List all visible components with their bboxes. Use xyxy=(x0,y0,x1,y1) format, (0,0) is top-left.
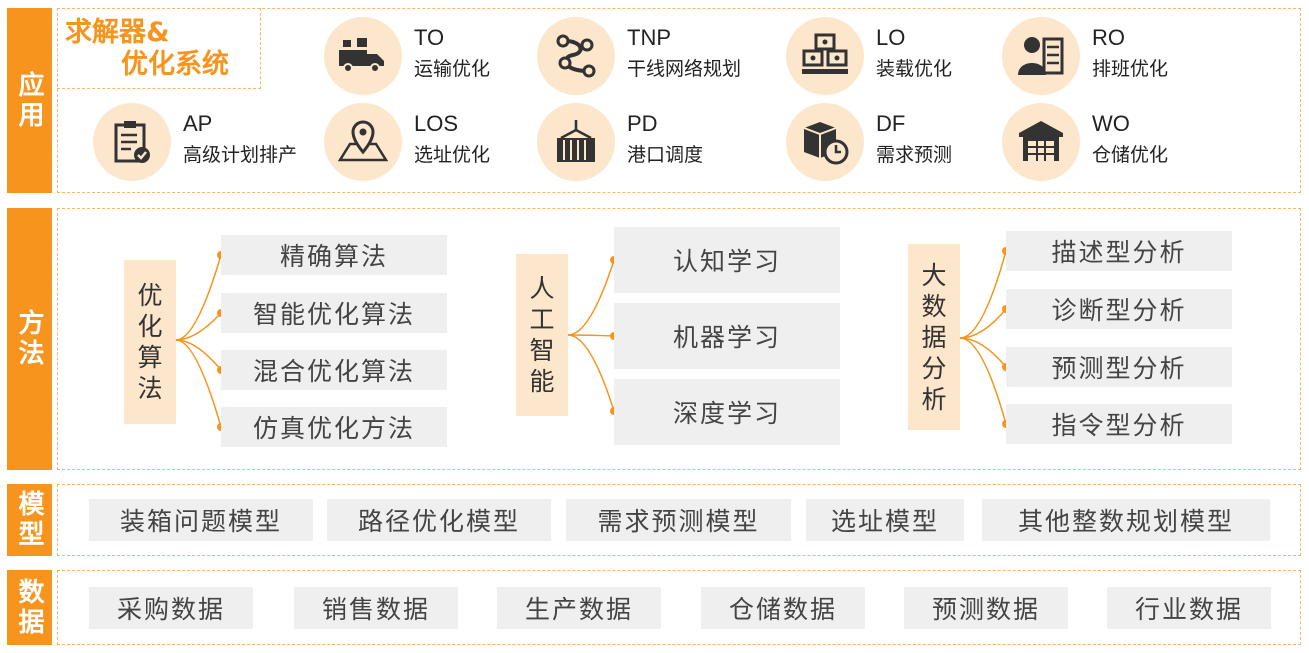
app-ap[interactable]: AP 高级计划排产 xyxy=(93,103,333,183)
connector-line xyxy=(959,337,1007,368)
data-item: 采购数据 xyxy=(89,587,253,629)
method-group-optimization: 优化算法 xyxy=(124,260,176,424)
data-layer-frame xyxy=(57,570,1301,645)
layer-label-data: 数据 xyxy=(7,570,52,645)
app-code: LOS xyxy=(414,111,459,136)
data-item: 生产数据 xyxy=(497,587,661,629)
data-item: 行业数据 xyxy=(1107,587,1271,629)
model-item: 装箱问题模型 xyxy=(89,499,313,541)
app-code: PD xyxy=(627,111,658,136)
layer-label-app: 应用 xyxy=(7,8,52,193)
stacked-boxes-icon xyxy=(786,17,864,95)
model-layer-frame xyxy=(57,484,1301,556)
brand-line-2: 优化系统 xyxy=(121,49,229,80)
app-code: TNP xyxy=(627,25,671,50)
app-los[interactable]: LOS 选址优化 xyxy=(324,103,564,183)
data-item: 预测数据 xyxy=(904,587,1068,629)
connector-line xyxy=(567,334,615,412)
app-layer-frame xyxy=(57,8,1301,193)
app-name: 需求预测 xyxy=(876,144,953,166)
clipboard-check-icon xyxy=(93,103,171,181)
app-lo[interactable]: LO 装载优化 xyxy=(786,17,1026,97)
network-route-icon xyxy=(537,17,615,95)
layer-label-method: 方法 xyxy=(7,208,52,470)
staff-schedule-icon xyxy=(1002,17,1080,95)
app-code: WO xyxy=(1092,111,1130,136)
method-item: 认知学习 xyxy=(614,227,840,293)
app-name: 港口调度 xyxy=(627,144,704,166)
method-item: 混合优化算法 xyxy=(221,350,447,390)
app-name: 装载优化 xyxy=(876,58,953,80)
connector-line xyxy=(567,334,615,337)
truck-icon xyxy=(324,17,402,95)
data-item: 仓储数据 xyxy=(701,587,865,629)
box-clock-icon xyxy=(786,103,864,181)
layer-label-model: 模型 xyxy=(7,484,52,556)
method-item: 深度学习 xyxy=(614,379,840,445)
app-code: DF xyxy=(876,111,906,136)
map-pin-icon xyxy=(324,103,402,181)
method-item: 仿真优化方法 xyxy=(221,407,447,447)
method-item: 诊断型分析 xyxy=(1006,289,1232,329)
data-item: 销售数据 xyxy=(294,587,458,629)
app-ro[interactable]: RO 排班优化 xyxy=(1002,17,1242,97)
connector-line xyxy=(567,259,615,336)
method-item: 指令型分析 xyxy=(1006,404,1232,444)
method-group-label: 大数据分析 xyxy=(921,260,947,414)
method-layer-frame xyxy=(57,208,1301,470)
brand-title: 求解器& 优化系统 xyxy=(57,8,261,89)
app-code: TO xyxy=(414,25,445,50)
app-name: 高级计划排产 xyxy=(183,144,298,166)
container-crane-icon xyxy=(537,103,615,181)
connector-line xyxy=(959,308,1007,339)
app-wo[interactable]: WO 仓储优化 xyxy=(1002,103,1242,183)
model-item: 需求预测模型 xyxy=(566,499,791,541)
method-group-label: 人工智能 xyxy=(529,274,555,396)
app-tnp[interactable]: TNP 干线网络规划 xyxy=(537,17,777,97)
method-group-label: 优化算法 xyxy=(137,281,163,403)
app-name: 仓储优化 xyxy=(1092,144,1169,166)
connector-line xyxy=(175,254,222,341)
method-item: 描述型分析 xyxy=(1006,231,1232,271)
model-item: 路径优化模型 xyxy=(327,499,551,541)
method-group-ai: 人工智能 xyxy=(516,254,568,416)
app-name: 运输优化 xyxy=(414,58,491,80)
connector-line xyxy=(959,250,1007,339)
model-item: 选址模型 xyxy=(806,499,964,541)
method-item: 机器学习 xyxy=(614,303,840,369)
method-item: 智能优化算法 xyxy=(221,293,447,333)
method-group-bigdata: 大数据分析 xyxy=(908,244,960,430)
connector-line xyxy=(959,337,1007,425)
connector-line xyxy=(175,339,222,428)
app-to[interactable]: TO 运输优化 xyxy=(324,17,564,97)
app-df[interactable]: DF 需求预测 xyxy=(786,103,1026,183)
model-item: 其他整数规划模型 xyxy=(982,499,1270,541)
app-code: AP xyxy=(183,111,213,136)
warehouse-icon xyxy=(1002,103,1080,181)
method-item: 精确算法 xyxy=(221,235,447,275)
app-name: 排班优化 xyxy=(1092,58,1169,80)
app-name: 选址优化 xyxy=(414,144,491,166)
app-code: LO xyxy=(876,25,906,50)
method-item: 预测型分析 xyxy=(1006,347,1232,387)
app-name: 干线网络规划 xyxy=(627,58,742,80)
app-pd[interactable]: PD 港口调度 xyxy=(537,103,777,183)
brand-line-1: 求解器& xyxy=(65,17,170,48)
app-code: RO xyxy=(1092,25,1125,50)
